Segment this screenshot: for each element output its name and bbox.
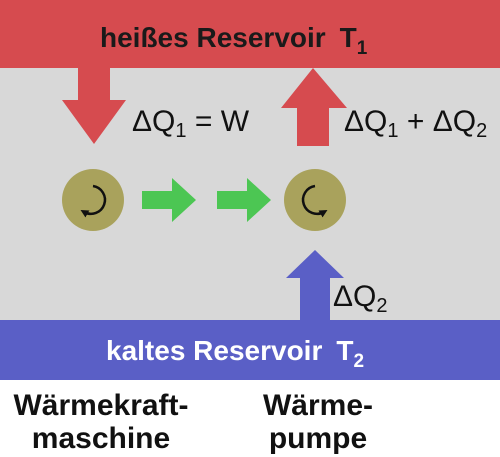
pump-heat-out-sub2: 2	[476, 120, 487, 142]
pump-heat-out-delta1: ΔQ	[344, 105, 387, 138]
cold-reservoir-bar	[0, 320, 500, 380]
engine-circle	[62, 169, 124, 231]
cold-temp-subscript: 2	[353, 351, 364, 372]
heat-out-arrow	[281, 68, 347, 146]
pump-heat-out-sub1: 1	[387, 120, 398, 142]
work-arrow-2	[217, 178, 271, 222]
pump-heat-out-label: ΔQ1 + ΔQ2	[344, 105, 487, 142]
cold-reservoir-name: kaltes Reservoir	[106, 335, 322, 366]
hot-temp-subscript: 1	[357, 38, 368, 59]
pump-heat-in-label: ΔQ2	[333, 280, 388, 317]
pump-caption: Wärme- pumpe	[252, 389, 384, 455]
engine-caption: Wärmekraft- maschine	[6, 389, 196, 455]
engine-heat-delta: ΔQ	[132, 105, 175, 138]
engine-heat-label: ΔQ1 = W	[132, 105, 250, 142]
engine-caption-line2: maschine	[31, 422, 171, 455]
pump-caption-line1: Wärme-	[262, 389, 374, 422]
cold-temp-symbol: T	[336, 335, 353, 366]
rotation-icon	[301, 184, 328, 218]
hot-reservoir-name: heißes Reservoir	[100, 22, 326, 53]
hot-reservoir-bar	[0, 0, 500, 68]
pump-heat-out-delta2: ΔQ	[433, 105, 476, 138]
hot-reservoir-label: heißes Reservoir T1	[100, 22, 368, 59]
heat-from-cold-arrow	[286, 250, 344, 320]
pump-heat-in-sub: 2	[376, 295, 387, 317]
cold-reservoir-label: kaltes Reservoir T2	[106, 335, 364, 372]
pump-heat-out-plus: +	[399, 105, 433, 138]
engine-caption-line1: Wärmekraft-	[13, 389, 189, 422]
heat-in-arrow	[62, 68, 126, 144]
pump-circle	[284, 169, 346, 231]
work-arrow-1	[142, 178, 196, 222]
pump-caption-line2: pumpe	[268, 422, 368, 455]
hot-temp-symbol: T	[340, 22, 357, 53]
engine-heat-sub: 1	[175, 120, 186, 142]
rotation-icon	[80, 184, 107, 218]
pump-heat-in-delta: ΔQ	[333, 280, 376, 313]
pump-machine	[284, 169, 346, 231]
engine-heat-rest: = W	[187, 105, 250, 138]
engine-machine	[62, 169, 124, 231]
